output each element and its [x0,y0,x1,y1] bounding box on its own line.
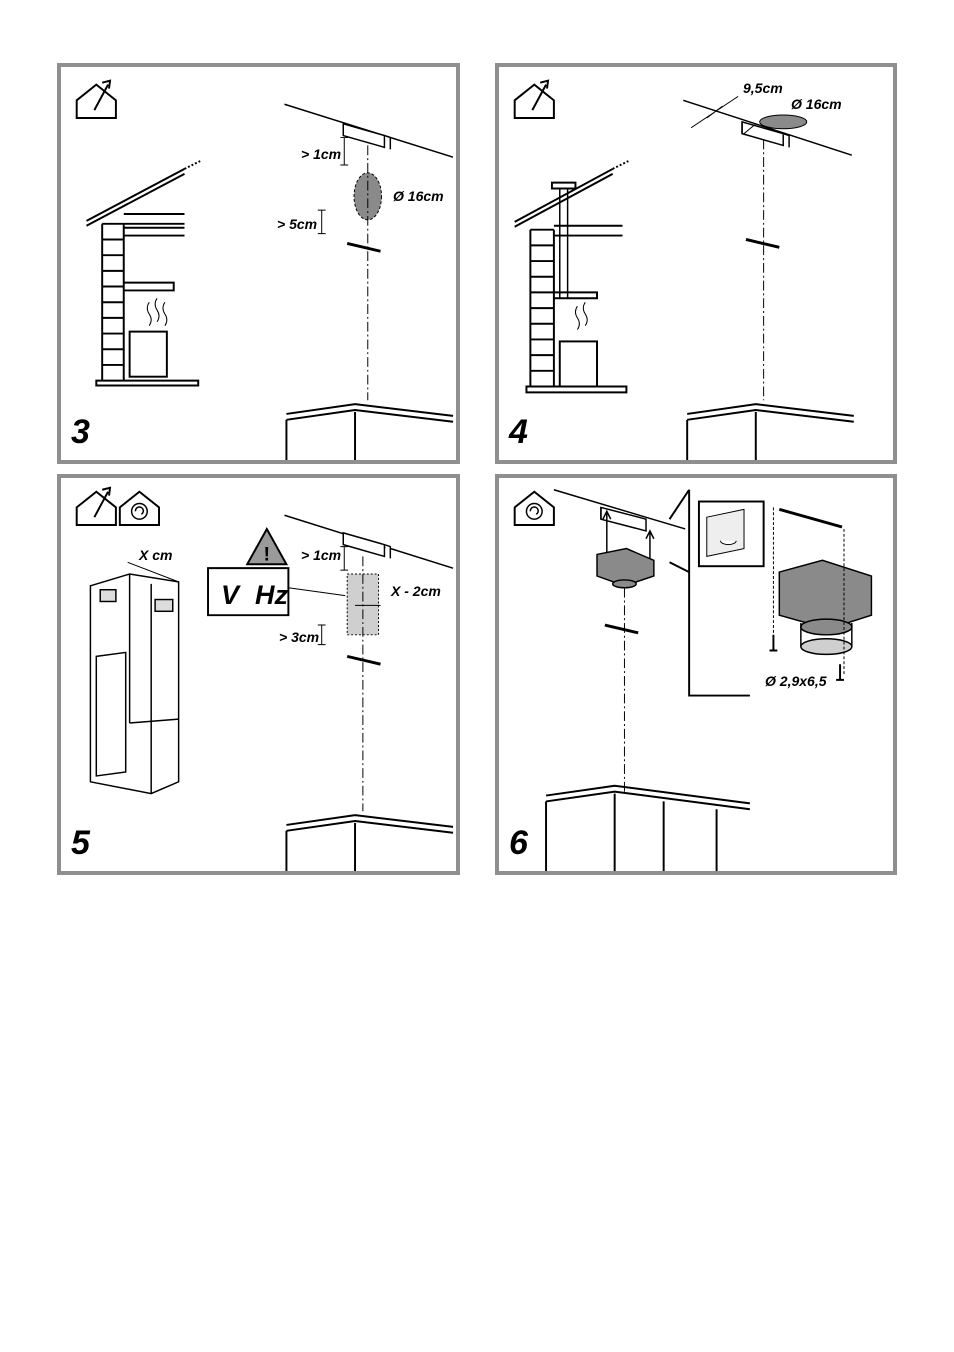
gap-top-label: > 1cm [301,146,342,162]
ducted-exhaust-house-icon [513,79,555,119]
ceiling-bracket [342,531,392,559]
duct-hole [759,114,808,130]
step-number: 3 [71,413,90,451]
ceiling-bracket [342,122,392,150]
frequency-label: Hz [255,580,288,610]
svg-text:!: ! [264,543,271,565]
offset-label: 9,5cm [743,80,783,96]
gap-top-label: > 1cm [301,547,342,563]
socket-offset-label: X - 2cm [391,583,441,599]
kitchen-cabinet [545,784,751,871]
housing-width-label: X cm [139,547,173,563]
screw-right [836,664,844,681]
ceiling-line [683,99,853,156]
deflector-detail [778,507,873,656]
ceiling-bracket [600,506,647,532]
kitchen-cabinet [285,814,454,871]
mounting-strip [346,241,381,253]
chimney-housing [89,573,180,795]
building-cross-section [514,160,629,394]
recirculation-house-icon [513,490,555,527]
ceiling-line [553,489,686,530]
warning-triangle-icon: ! [245,526,289,565]
duct-diameter-label: Ø 16cm [393,188,444,204]
gap-bottom-label: > 5cm [277,216,318,232]
step-number: 6 [509,824,528,862]
voltage-label: V [221,580,240,610]
duct-diameter-label: Ø 16cm [791,96,842,112]
mounting-strip [745,238,780,249]
step-5-drawing: ! [75,486,454,871]
step-6-drawing [513,489,873,871]
panel-step-5: ! X cm V Hz > 1cm X - 2cm > 3cm 5 [57,474,460,875]
screw-size-label: Ø 2,9x6,5 [765,673,827,689]
step-4-drawing [513,79,854,460]
ducted-exhaust-house-icon [75,79,117,119]
screw-left [769,634,778,652]
panel-step-4: 9,5cm Ø 16cm 4 [495,63,897,464]
step-number: 4 [509,413,528,451]
step-3-drawing [75,79,454,460]
width-dimension [127,561,179,583]
mounting-strip [346,654,381,666]
building-cross-section [86,160,201,387]
step-number: 5 [71,824,90,862]
kitchen-cabinet [285,403,454,460]
panel-step-3: > 1cm Ø 16cm > 5cm 3 [57,63,460,464]
gap-bottom-label: > 3cm [279,629,320,645]
air-deflector [596,547,655,589]
recirculation-house-icon [118,490,161,527]
panel-step-6: Ø 2,9x6,5 6 [495,474,897,875]
voltage-callout-box [207,567,290,617]
ducted-exhaust-house-icon [75,486,117,527]
mounting-strip [604,623,639,635]
zoom-callout-frame [668,489,750,697]
offset-dimension [690,95,739,129]
kitchen-cabinet [686,403,854,460]
